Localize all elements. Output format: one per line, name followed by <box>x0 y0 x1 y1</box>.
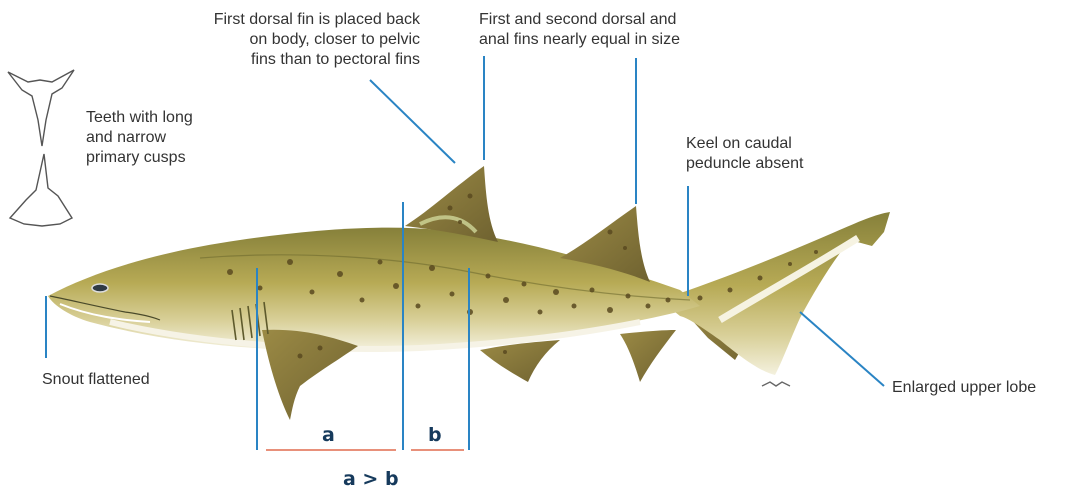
measure-label-a: a <box>322 424 335 446</box>
measure-comparison: a > b <box>343 468 399 490</box>
label-fin-size: First and second dorsal and anal fins ne… <box>479 10 759 50</box>
label-line: fins than to pectoral fins <box>136 50 420 70</box>
label-line: Teeth with long <box>86 108 246 128</box>
label-line: peduncle absent <box>686 154 856 174</box>
label-teeth: Teeth with long and narrow primary cusps <box>86 108 246 168</box>
label-snout: Snout flattened <box>42 370 212 390</box>
tooth-upper-icon <box>8 70 74 146</box>
leader-dorsal-position <box>370 80 455 163</box>
label-keel: Keel on caudal peduncle absent <box>686 134 856 174</box>
label-tail: Enlarged upper lobe <box>892 378 1072 398</box>
label-line: anal fins nearly equal in size <box>479 30 759 50</box>
label-line: on body, closer to pelvic <box>136 30 420 50</box>
pectoral-fin <box>262 330 358 420</box>
label-line: primary cusps <box>86 148 246 168</box>
tooth-lower-icon <box>10 154 72 226</box>
eye <box>92 284 108 292</box>
label-dorsal-position: First dorsal fin is placed back on body,… <box>136 10 420 70</box>
leader-tail <box>800 312 884 386</box>
label-line: and narrow <box>86 128 246 148</box>
label-line: First and second dorsal and <box>479 10 759 30</box>
label-line: First dorsal fin is placed back <box>136 10 420 30</box>
measure-label-b: b <box>428 424 442 446</box>
pelvic-fin <box>480 340 560 382</box>
anal-fin <box>620 330 676 382</box>
label-line: Keel on caudal <box>686 134 856 154</box>
